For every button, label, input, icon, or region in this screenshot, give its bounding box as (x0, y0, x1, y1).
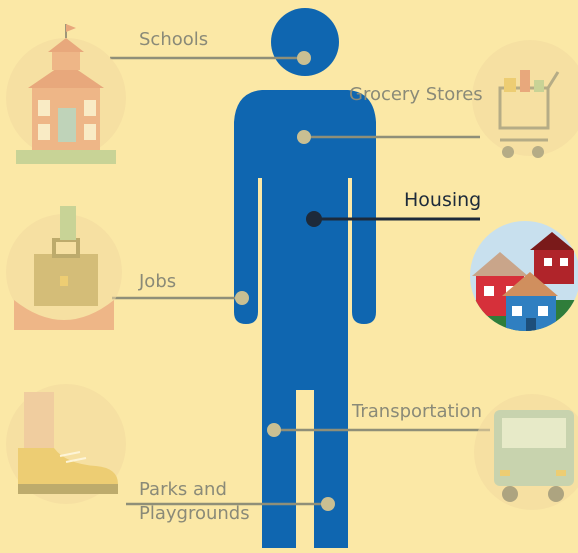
connectors (110, 51, 490, 511)
label-transportation: Transportation (352, 401, 482, 422)
sneaker-icon (6, 384, 126, 504)
schools-dot (297, 51, 311, 65)
grocery-dot (297, 130, 311, 144)
figure-head (271, 8, 339, 76)
label-grocery-stores: Grocery Stores (349, 84, 483, 105)
briefcase-icon (6, 206, 122, 330)
label-housing: Housing (404, 189, 482, 211)
houses-icon (470, 221, 578, 331)
parks-dot (321, 497, 335, 511)
jobs-dot (235, 291, 249, 305)
grocery-cart-icon (472, 40, 578, 158)
label-jobs: Jobs (139, 271, 177, 292)
school-icon (6, 24, 126, 164)
bus-icon (474, 394, 578, 510)
figure-body (234, 90, 376, 548)
transportation-dot (267, 423, 281, 437)
label-parks-and-playgrounds: Parks and Playgrounds (139, 479, 250, 525)
label-schools: Schools (139, 29, 209, 50)
housing-dot (306, 211, 322, 227)
